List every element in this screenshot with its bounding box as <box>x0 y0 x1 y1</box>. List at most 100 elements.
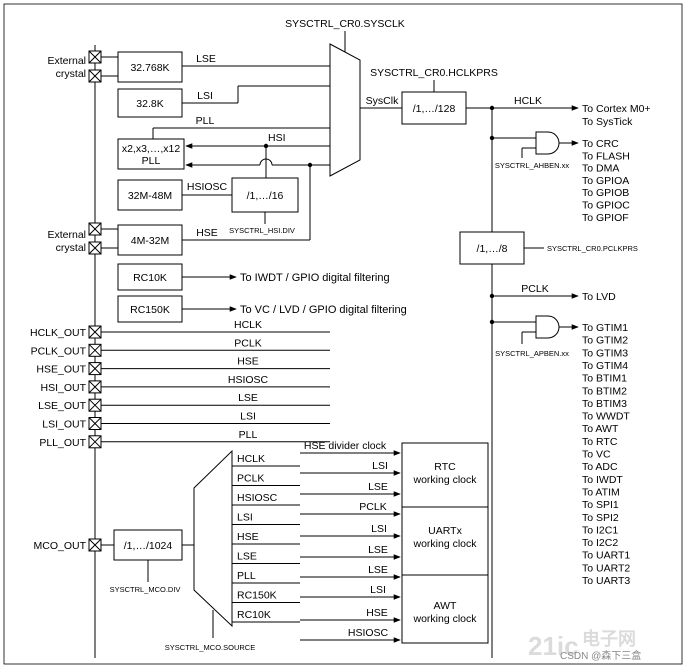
apb-target-item: To I2C2 <box>582 537 618 549</box>
lse-signal-label: LSE <box>196 53 216 65</box>
pclk-target: To LVD <box>582 291 616 303</box>
rc10k-label: RC10K <box>133 272 167 284</box>
watermark-cn-text: 电子网 <box>582 628 636 649</box>
apb-target-item: To VC <box>582 449 611 461</box>
mco-input-label: RC10K <box>237 609 271 621</box>
sysctrl-cr0-sysclk-label: SYSCTRL_CR0.SYSCLK <box>285 18 405 30</box>
pll-signal-label: PLL <box>196 115 215 127</box>
awt-box-line1: AWT <box>434 600 458 612</box>
osc-32m48m-box <box>117 179 183 211</box>
sysctrl-apben-label: SYSCTRL_APBEN.xx <box>495 349 569 358</box>
uart-box-line1: UARTx <box>428 525 462 537</box>
out-pin-icon <box>88 343 102 357</box>
apb-target-item: To IWDT <box>582 474 623 486</box>
sysclk-mux <box>329 43 361 177</box>
sysctrl-mco-source-label: SYSCTRL_MCO.SOURCE <box>165 643 255 652</box>
mco-input-label: HSIOSC <box>237 492 278 504</box>
out-pin-label: PLL_OUT <box>39 437 86 449</box>
rtc-clock-box <box>401 442 489 508</box>
xtal2-pin-b-icon <box>88 241 102 255</box>
rc10k-target: To IWDT / GPIO digital filtering <box>240 272 390 284</box>
osc-32768k-label: 32.768K <box>130 62 169 74</box>
osc-328k-box <box>117 88 183 118</box>
rc150k-box <box>117 295 183 323</box>
out-pin-icon <box>88 435 102 449</box>
apb-target-item: To AWT <box>582 423 619 435</box>
mco-input-label: HSE <box>237 531 259 543</box>
peripheral-input-label: LSE <box>368 564 388 576</box>
rc150k-label: RC150K <box>130 304 170 316</box>
out-pin-icon <box>88 362 102 376</box>
out-pin-icon <box>88 325 102 339</box>
ahb-target-item: To DMA <box>582 163 619 175</box>
ahb-target-item: To GPIOB <box>582 187 629 199</box>
apb-target-item: To SPI1 <box>582 499 619 511</box>
peripheral-input-label: HSIOSC <box>348 627 389 639</box>
apb-and-gate-icon <box>535 315 560 339</box>
out-pin-signal-label: PCLK <box>234 337 261 349</box>
pclk-div-box <box>459 231 525 265</box>
peripheral-input-label: LSI <box>372 460 388 472</box>
osc-32768k-box <box>117 51 183 83</box>
osc-4m32m-label: 4M-32M <box>131 235 170 247</box>
rc150k-target: To VC / LVD / GPIO digital filtering <box>240 304 407 316</box>
pll-box-label-2: PLL <box>142 155 161 167</box>
out-pin-signal-label: PLL <box>239 429 258 441</box>
peripheral-input-label: PCLK <box>359 501 386 513</box>
sysctrl-mco-div-label: SYSCTRL_MCO.DIV <box>110 585 181 594</box>
peripheral-input-label: LSI <box>371 523 387 535</box>
sysclk-signal-label: SysClk <box>366 95 399 107</box>
out-pin-signal-label: LSE <box>238 392 258 404</box>
lsi-signal-label: LSI <box>197 90 213 102</box>
ahb-target-item: To GPIOA <box>582 175 629 187</box>
ahb-target-item: To GPIOF <box>582 212 629 224</box>
hsiosc-signal-label: HSIOSC <box>187 181 228 193</box>
apb-target-item: To UART2 <box>582 562 630 574</box>
awt-box-line2: working clock <box>412 613 477 625</box>
mco-out-pin-label: MCO_OUT <box>34 540 87 552</box>
out-pin-icon <box>88 398 102 412</box>
peripheral-input-label: HSE divider clock <box>304 440 387 452</box>
apb-target-item: To UART1 <box>582 550 630 562</box>
external-crystal-2-line1: External <box>47 229 86 241</box>
out-pin-signal-label: HSIOSC <box>228 374 269 386</box>
osc-328k-label: 32.8K <box>136 98 163 110</box>
out-pin-label: LSI_OUT <box>42 419 86 431</box>
hclk-div-box <box>401 91 467 125</box>
clock-output-pins: HCLK_OUTHCLKPCLK_OUTPCLKHSE_OUTHSEHSI_OU… <box>30 319 330 449</box>
ahb-target-item: To FLASH <box>582 150 630 162</box>
apb-target-item: To WWDT <box>582 411 630 423</box>
mco-div-label: /1,…/1024 <box>124 540 173 552</box>
mco-out-pin-icon <box>88 538 102 552</box>
apb-target-item: To GTIM2 <box>582 335 628 347</box>
hclk-target-1: To SysTick <box>582 116 633 128</box>
hsi-div-label: /1,…/16 <box>247 190 284 202</box>
external-crystal-1-line1: External <box>47 55 86 67</box>
out-pin-label: HSE_OUT <box>36 364 86 376</box>
apb-target-item: To GTIM3 <box>582 347 628 359</box>
ahb-and-gate-icon <box>535 131 560 155</box>
sysctrl-hsi-div-label: SYSCTRL_HSI.DIV <box>229 226 295 235</box>
mco-input-label: PLL <box>237 570 256 582</box>
out-pin-label: HCLK_OUT <box>30 327 87 339</box>
xtal1-pin-a-icon <box>88 50 102 64</box>
apb-target-item: To SPI2 <box>582 512 619 524</box>
mco-div-box <box>113 529 183 561</box>
out-pin-signal-label: LSI <box>240 411 256 423</box>
apb-target-item: To BTIM2 <box>582 385 627 397</box>
apb-target-item: To ADC <box>582 461 618 473</box>
out-pin-signal-label: HSE <box>237 356 259 368</box>
diagram-frame <box>3 3 683 665</box>
hsi-signal-label: HSI <box>268 132 286 144</box>
sysctrl-cr0-hclkprs-label: SYSCTRL_CR0.HCLKPRS <box>370 67 498 79</box>
out-pin-label: LSE_OUT <box>38 400 86 412</box>
apb-target-item: To RTC <box>582 436 618 448</box>
xtal2-pin-a-icon <box>88 222 102 236</box>
out-pin-label: PCLK_OUT <box>31 345 87 357</box>
apb-target-item: To I2C1 <box>582 524 618 536</box>
hclk-target-0: To Cortex M0+ <box>582 103 651 115</box>
